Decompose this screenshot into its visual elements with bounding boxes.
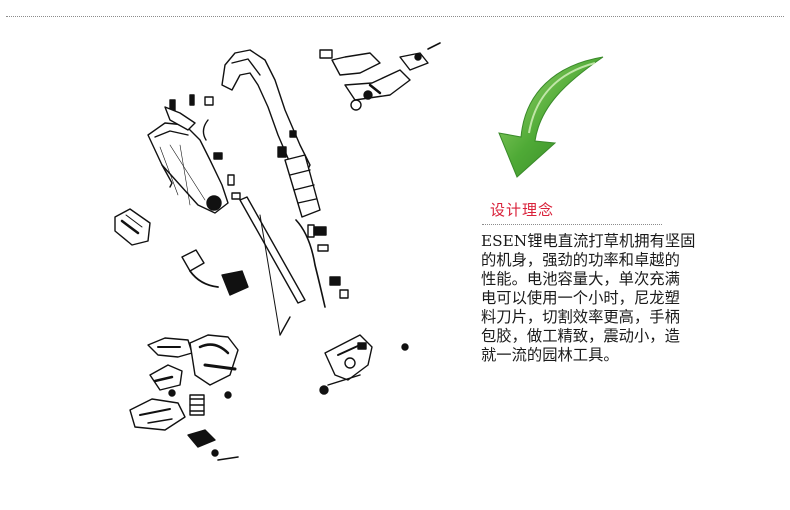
exploded-parts-diagram: [114, 42, 441, 461]
heading-dotted-divider: [482, 224, 662, 225]
small-parts-cluster: [164, 94, 241, 200]
green-curved-arrow-icon: [498, 56, 604, 178]
top-dotted-divider: [6, 16, 784, 17]
secondary-handle-part: [319, 334, 409, 395]
product-description: ESEN锂电直流打草机拥有坚固 的机身，强劲的功率和卓越的 性能。电池容量大，单…: [481, 232, 696, 364]
adjustment-parts: [319, 42, 441, 111]
main-handle-part: [221, 49, 311, 176]
motor-cylinder-part: [284, 154, 321, 238]
battery-clip-part: [114, 208, 151, 246]
trimmer-head-part: [129, 334, 239, 461]
cable-part: [295, 219, 349, 308]
motor-housing-part: [147, 122, 229, 214]
shaft-part: [239, 196, 306, 336]
charger-part: [181, 249, 249, 296]
design-concept-heading: 设计理念: [490, 201, 555, 219]
